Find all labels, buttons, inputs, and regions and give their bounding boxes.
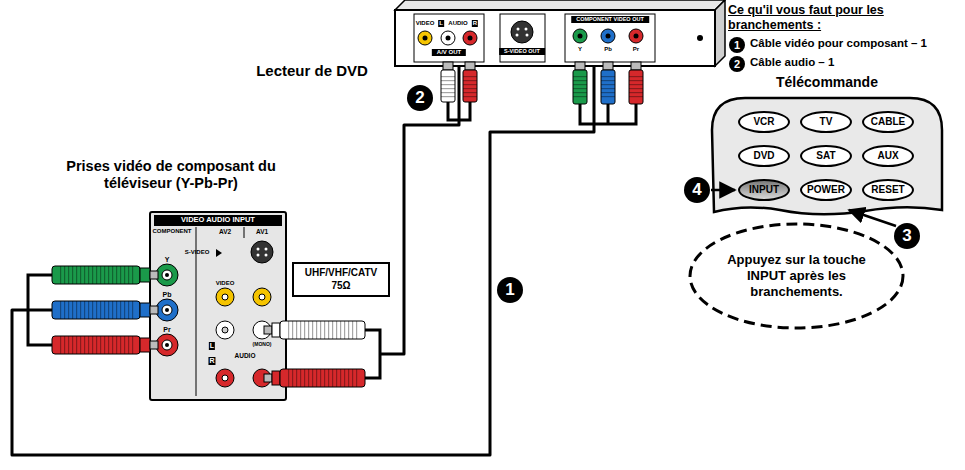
requirements-heading: Ce qu'il vous faut pour les branchements… bbox=[728, 3, 960, 33]
device-heading: Lecteur de DVD bbox=[241, 62, 383, 80]
button-label: SAT bbox=[816, 151, 835, 161]
remote-button: DVD bbox=[738, 145, 790, 167]
remote-button: TV bbox=[800, 111, 852, 133]
callout-number: 1 bbox=[497, 277, 523, 303]
button-label: CABLE bbox=[871, 117, 905, 127]
callout-number: 4 bbox=[684, 177, 710, 203]
instruction-ellipse: Appuyez sur la touche INPUT après les br… bbox=[688, 222, 905, 330]
jack-label: S-VIDEO bbox=[185, 249, 210, 256]
jack-label: Pr bbox=[633, 46, 639, 53]
panel-label: AV2 bbox=[219, 228, 231, 236]
panel-label: A/V OUT bbox=[432, 49, 466, 56]
callout-number: 1 bbox=[729, 37, 745, 53]
jack-label: Pb bbox=[604, 46, 612, 53]
remote-button: AUX bbox=[862, 145, 914, 167]
jack-label: Y bbox=[578, 46, 582, 53]
jack-label: Y bbox=[165, 256, 170, 264]
jack-label: VIDEO bbox=[216, 280, 235, 287]
jack-label: L bbox=[438, 20, 444, 27]
requirement-item: Câble audio – 1 bbox=[750, 56, 834, 70]
jack-label: R bbox=[208, 357, 215, 365]
remote-button: SAT bbox=[800, 145, 852, 167]
remote-button: RESET bbox=[862, 179, 914, 201]
remote-button: POWER bbox=[800, 179, 852, 201]
remote-button: CABLE bbox=[862, 111, 914, 133]
jack-label: Pr bbox=[163, 326, 170, 334]
callout-number: 3 bbox=[894, 223, 920, 249]
requirement-item: Câble vidéo pour composant – 1 bbox=[750, 37, 927, 51]
jack-label: VIDEO bbox=[416, 20, 435, 27]
button-label: DVD bbox=[753, 151, 774, 161]
antenna-label: UHF/VHF/CATV 75Ω bbox=[299, 267, 383, 292]
cable bbox=[12, 66, 594, 455]
jack-label: AUDIO bbox=[448, 20, 467, 27]
tv-jack-panel: Prises vidéo de composant du téléviseur … bbox=[26, 210, 392, 402]
button-label: RESET bbox=[871, 185, 904, 195]
remote-button: VCR bbox=[738, 111, 790, 133]
button-label: TV bbox=[820, 117, 833, 127]
tv-panel-drawing bbox=[150, 212, 286, 400]
panel-heading: Prises vidéo de composant du téléviseur … bbox=[46, 158, 296, 193]
callout-number: 2 bbox=[729, 56, 745, 72]
antenna-input-box: UHF/VHF/CATV 75Ω bbox=[292, 262, 390, 297]
callout-number: 2 bbox=[407, 85, 433, 111]
jack-label: R bbox=[472, 20, 478, 27]
device-heading: Télécommande bbox=[712, 74, 942, 91]
panel-label: VIDEO AUDIO INPUT bbox=[176, 215, 260, 224]
panel-label: AV1 bbox=[256, 228, 268, 236]
button-label: VCR bbox=[753, 117, 774, 127]
remote-drawing bbox=[711, 98, 942, 226]
instruction-text: Appuyez sur la touche INPUT après les br… bbox=[707, 252, 887, 300]
panel-label: S-VIDEO OUT bbox=[499, 48, 545, 55]
jack-label: Pb bbox=[163, 291, 172, 299]
tv-side-plugs bbox=[26, 266, 392, 387]
button-label: POWER bbox=[807, 185, 845, 195]
button-label: INPUT bbox=[749, 185, 779, 195]
jack-label: (MONO) bbox=[253, 341, 272, 347]
panel-label: COMPONENT bbox=[153, 228, 192, 235]
panel-label: COMPONENT VIDEO OUT bbox=[571, 16, 649, 23]
dvd-side-plugs bbox=[441, 62, 643, 124]
jack-label: L bbox=[209, 342, 215, 350]
dvd-player-drawing bbox=[395, 0, 725, 66]
jack-label: AUDIO bbox=[235, 352, 256, 360]
remote-control: TélécommandeVCRTVCABLEDVDSATAUXINPUTPOWE… bbox=[712, 98, 942, 212]
button-label: AUX bbox=[877, 151, 898, 161]
cable bbox=[392, 66, 459, 354]
remote-button: INPUT bbox=[738, 179, 790, 201]
